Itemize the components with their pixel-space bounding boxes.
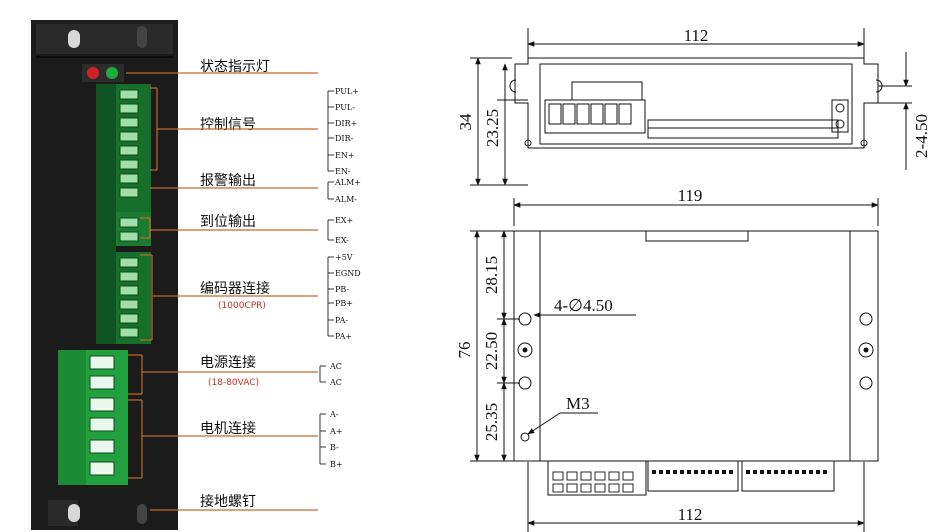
pin-label: EX- [335, 236, 349, 245]
mount-slot-bottom-left [68, 504, 80, 522]
pin-label: PUL+ [335, 87, 359, 96]
terminal-slot [89, 375, 115, 390]
pin-label: ALM- [334, 195, 357, 204]
terminal-slot [119, 285, 139, 296]
pin-label: PB+ [335, 299, 353, 308]
driver-annotations: 状态指示灯 控制信号 报警输出 到位输出 编码器连接 (1000CPR) 电源连… [126, 59, 318, 511]
pin-label: EN- [335, 167, 351, 176]
pin-label: A- [329, 410, 339, 419]
pin-label: PA- [335, 316, 348, 325]
pin-label: A+ [329, 427, 342, 436]
dim-top-inner-height: 23.25 [483, 109, 502, 147]
terminal-slot [119, 299, 139, 310]
pin-label: B- [330, 443, 339, 452]
terminal-slots [89, 89, 139, 476]
pin-label: PB- [335, 285, 349, 294]
driver-photo [31, 20, 178, 530]
terminal-slot [119, 145, 139, 156]
red-led-icon [87, 67, 99, 79]
label-status-led: 状态指示灯 [200, 59, 270, 75]
pin-label: DIR- [335, 134, 354, 143]
terminal-slot [119, 217, 139, 228]
terminal-slot [119, 313, 139, 324]
label-power-note: (18-80VAC) [208, 378, 259, 388]
mount-slot-top-right [137, 26, 147, 48]
pin-label: DIR+ [335, 119, 357, 128]
dim-front-height: 76 [455, 342, 474, 359]
terminal-slot [119, 231, 139, 242]
mount-slot-top-left [68, 30, 80, 48]
terminal-slot [89, 355, 115, 370]
pin-list: PUL+ PUL- DIR+ DIR- EN+ EN- ALM+ ALM- EX… [319, 87, 361, 469]
pin-label: EGND [335, 269, 361, 278]
label-in-position-output: 到位输出 [200, 214, 256, 230]
top-view-drawing: 112 34 23.25 [456, 26, 931, 186]
dim-top-width: 112 [684, 26, 709, 45]
label-control-signal: 控制信号 [200, 117, 256, 133]
terminal-slot [119, 327, 139, 338]
label-power-connection: 电源连接 [200, 354, 256, 371]
pin-label: B+ [330, 460, 343, 469]
terminal-slot [119, 103, 139, 114]
label-encoder-connection: 编码器连接 [200, 280, 270, 297]
terminal-slot [119, 173, 139, 184]
pin-label: +5V [335, 253, 353, 262]
terminal-slot [119, 89, 139, 100]
terminal-slot [89, 397, 115, 412]
terminal-slot [89, 461, 115, 476]
terminal-slot [119, 159, 139, 170]
mount-hole-icon [517, 312, 874, 442]
label-alarm-output: 报警输出 [200, 173, 256, 189]
callout-screw: M3 [566, 394, 590, 413]
terminal-slot [119, 131, 139, 142]
terminal-slot [119, 117, 139, 128]
dim-front-seg-top: 28.15 [482, 256, 501, 294]
label-ground-screw: 接地螺钉 [200, 493, 256, 510]
pin-label: ALM+ [334, 178, 361, 187]
pin-label: PA+ [335, 332, 352, 341]
pin-label: PUL- [335, 103, 355, 112]
label-motor-connection: 电机连接 [200, 420, 256, 437]
dim-top-slot: 2-4.50 [912, 114, 931, 158]
dim-front-bottom-width: 112 [678, 505, 703, 524]
green-led-icon [106, 67, 118, 79]
front-view-drawing: 119 [455, 186, 879, 532]
terminal-slot [119, 257, 139, 268]
pin-label: AC [329, 362, 342, 371]
terminal-slot [119, 271, 139, 282]
pin-label: EX+ [335, 216, 353, 225]
ground-screw-icon [137, 504, 147, 524]
dim-front-overall-width: 119 [678, 186, 703, 205]
pin-label: AC [329, 378, 342, 387]
terminal-slot [89, 439, 115, 454]
terminal-slot [119, 187, 139, 198]
label-encoder-note: (1000CPR) [218, 301, 266, 311]
terminal-slot [89, 417, 115, 432]
dim-front-seg-mid: 22.50 [482, 332, 501, 370]
pin-label: EN+ [335, 151, 355, 160]
dim-front-seg-bottom: 25.35 [482, 403, 501, 441]
callout-hole: 4-∅4.50 [554, 296, 613, 315]
dim-top-height: 34 [456, 113, 475, 131]
